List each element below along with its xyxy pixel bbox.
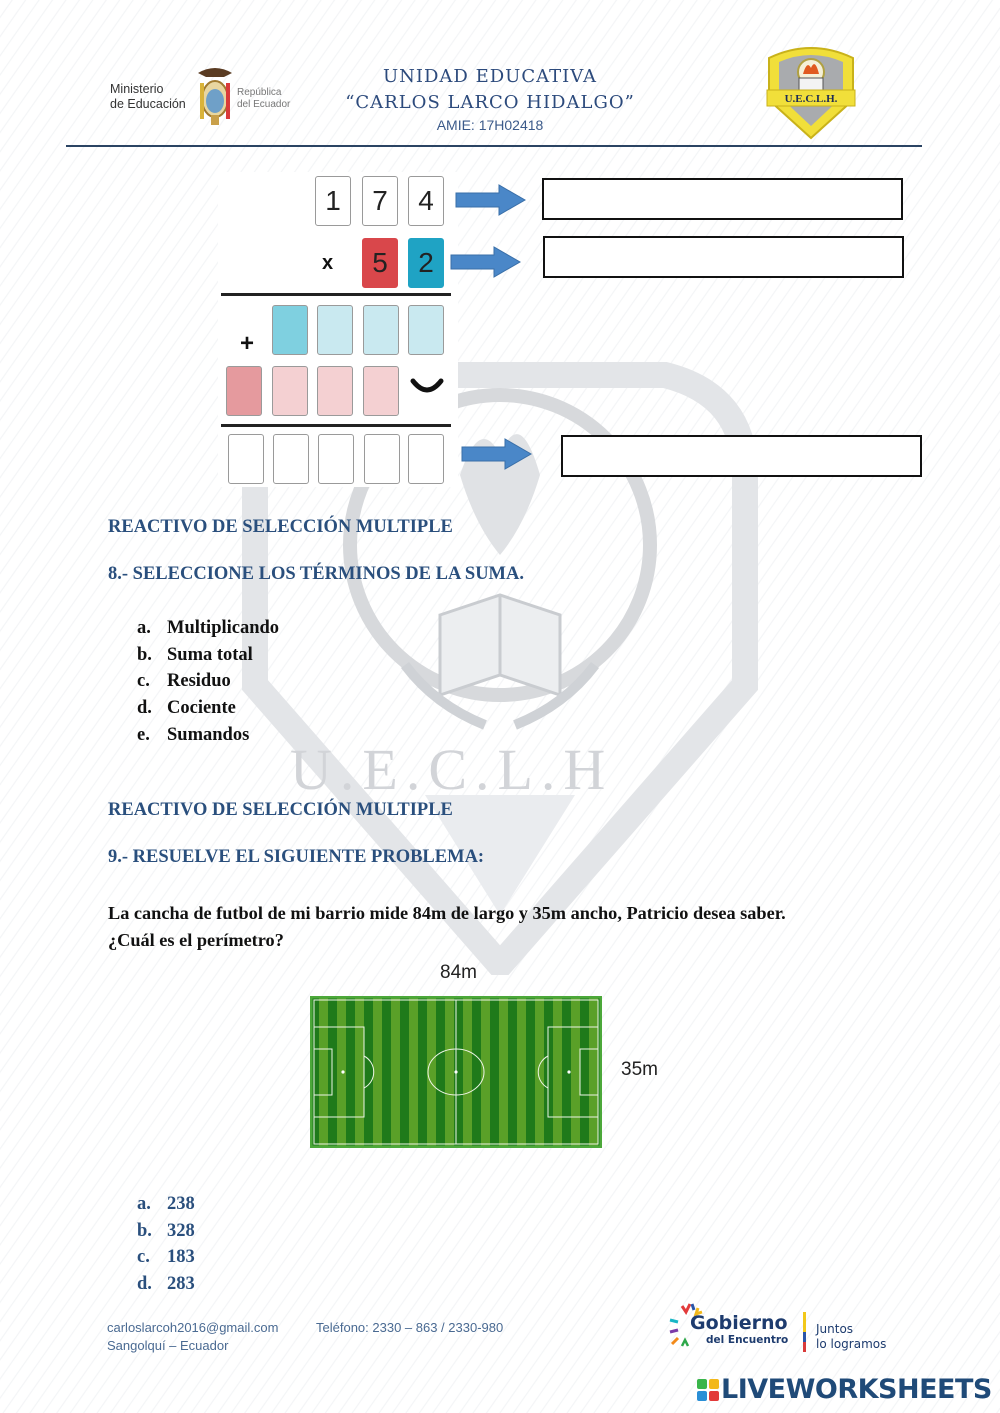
arrow-right-icon xyxy=(450,246,522,278)
sunburst-icon xyxy=(669,1303,703,1347)
product-answer-box[interactable] xyxy=(561,435,922,477)
footer-location: Sangolquí – Ecuador xyxy=(107,1338,229,1353)
republic-label: República del Ecuador xyxy=(237,87,290,111)
section8-question: 8.- SELECCIONE LOS TÉRMINOS DE LA SUMA. xyxy=(108,564,524,584)
multiplier-digit-tens: 5 xyxy=(362,238,398,288)
problem-statement: La cancha de futbol de mi barrio mide 84… xyxy=(108,900,908,954)
product-cell[interactable] xyxy=(273,434,309,484)
option-c[interactable]: c.Residuo xyxy=(137,671,231,692)
flag-divider xyxy=(803,1312,806,1352)
school-title-line2: “CARLOS LARCO HIDALGO” xyxy=(345,92,635,113)
amie-code: AMIE: 17H02418 xyxy=(436,117,544,133)
product-cell[interactable] xyxy=(318,434,354,484)
sum-rule xyxy=(221,424,451,427)
liveworksheets-text: LIVEWORKSHEETS xyxy=(721,1374,992,1405)
gov-name: Gobierno xyxy=(690,1312,788,1334)
field-width-label: 35m xyxy=(621,1059,658,1080)
option-b[interactable]: b.Suma total xyxy=(137,644,253,665)
partial1-cell[interactable] xyxy=(408,305,444,355)
section8-options: a.Multiplicando b.Suma total c.Residuo d… xyxy=(137,615,279,749)
partial2-cell[interactable] xyxy=(317,366,353,416)
problem-line1: La cancha de futbol de mi barrio mide 84… xyxy=(108,903,786,923)
option-a[interactable]: a.238 xyxy=(137,1194,195,1214)
partial1-cell[interactable] xyxy=(363,305,399,355)
times-sign: x xyxy=(322,252,334,274)
ministry-line2: de Educación xyxy=(110,97,186,111)
multiply-rule xyxy=(221,293,451,296)
arrow-right-icon xyxy=(455,184,527,216)
republic-line2: del Ecuador xyxy=(237,99,291,110)
gov-sub: del Encuentro xyxy=(706,1334,789,1346)
multiplicand-digit-hundreds: 1 xyxy=(315,176,351,226)
placeholder-smile-icon xyxy=(410,378,444,393)
multiplication-diagram: 1 7 4 x 5 2 + xyxy=(218,172,458,487)
product-cell[interactable] xyxy=(408,434,444,484)
section9-heading: REACTIVO DE SELECCIÓN MULTIPLE xyxy=(108,800,453,820)
republic-line1: República xyxy=(237,87,282,98)
partial2-cell[interactable] xyxy=(272,366,308,416)
plus-sign: + xyxy=(240,330,255,357)
option-a[interactable]: a.Multiplicando xyxy=(137,618,280,638)
option-d[interactable]: d.Cociente xyxy=(137,698,236,719)
arrow-right-icon xyxy=(461,438,533,470)
gov-slogan: Juntos lo logramos xyxy=(816,1322,887,1351)
liveworksheets-logo-icon xyxy=(697,1378,719,1401)
option-c[interactable]: c.183 xyxy=(137,1247,195,1268)
problem-line2: ¿Cuál es el perímetro? xyxy=(108,930,284,950)
multiplier-digit-units: 2 xyxy=(408,238,444,288)
option-b[interactable]: b.328 xyxy=(137,1220,195,1241)
multiplicand-answer-box[interactable] xyxy=(542,178,903,220)
school-logo-icon: U.E.C.L.H. xyxy=(766,47,856,140)
multiplicand-digit-units: 4 xyxy=(408,176,444,226)
partial2-cell[interactable] xyxy=(363,366,399,416)
partial1-cell[interactable] xyxy=(272,305,308,355)
ministry-label: Ministerio de Educación xyxy=(110,82,186,112)
watermark-letters: U.E.C.L.H xyxy=(290,737,614,802)
section8-heading: REACTIVO DE SELECCIÓN MULTIPLE xyxy=(108,517,453,537)
partial2-cell[interactable] xyxy=(226,366,262,416)
svg-text:U.E.C.L.H.: U.E.C.L.H. xyxy=(785,93,838,105)
product-cell[interactable] xyxy=(364,434,400,484)
ministry-line1: Ministerio xyxy=(110,82,164,96)
soccer-field-icon xyxy=(310,996,602,1148)
ecuador-crest-icon xyxy=(198,68,232,125)
field-length-label: 84m xyxy=(440,962,477,983)
multiplier-answer-box[interactable] xyxy=(543,236,904,278)
section9-question: 9.- RESUELVE EL SIGUIENTE PROBLEMA: xyxy=(108,847,485,867)
product-cell[interactable] xyxy=(228,434,264,484)
liveworksheets-brand: LIVEWORKSHEETS xyxy=(697,1374,992,1405)
school-title: UNIDAD EDUCATIVA “CARLOS LARCO HIDALGO” … xyxy=(330,64,650,134)
option-e[interactable]: e.Sumandos xyxy=(137,724,250,745)
header-divider xyxy=(66,145,922,147)
school-title-line1: UNIDAD EDUCATIVA xyxy=(382,66,598,87)
footer-phone: Teléfono: 2330 – 863 / 2330-980 xyxy=(316,1320,504,1335)
multiplicand-digit-tens: 7 xyxy=(362,176,398,226)
government-logo: Gobierno del Encuentro Juntos lo logramo… xyxy=(668,1298,908,1360)
footer-email: carloslarcoh2016@gmail.com xyxy=(107,1320,279,1335)
section9-options: a.238 b.328 c.183 d.283 xyxy=(137,1191,195,1298)
option-d[interactable]: d.283 xyxy=(137,1274,195,1295)
partial1-cell[interactable] xyxy=(317,305,353,355)
